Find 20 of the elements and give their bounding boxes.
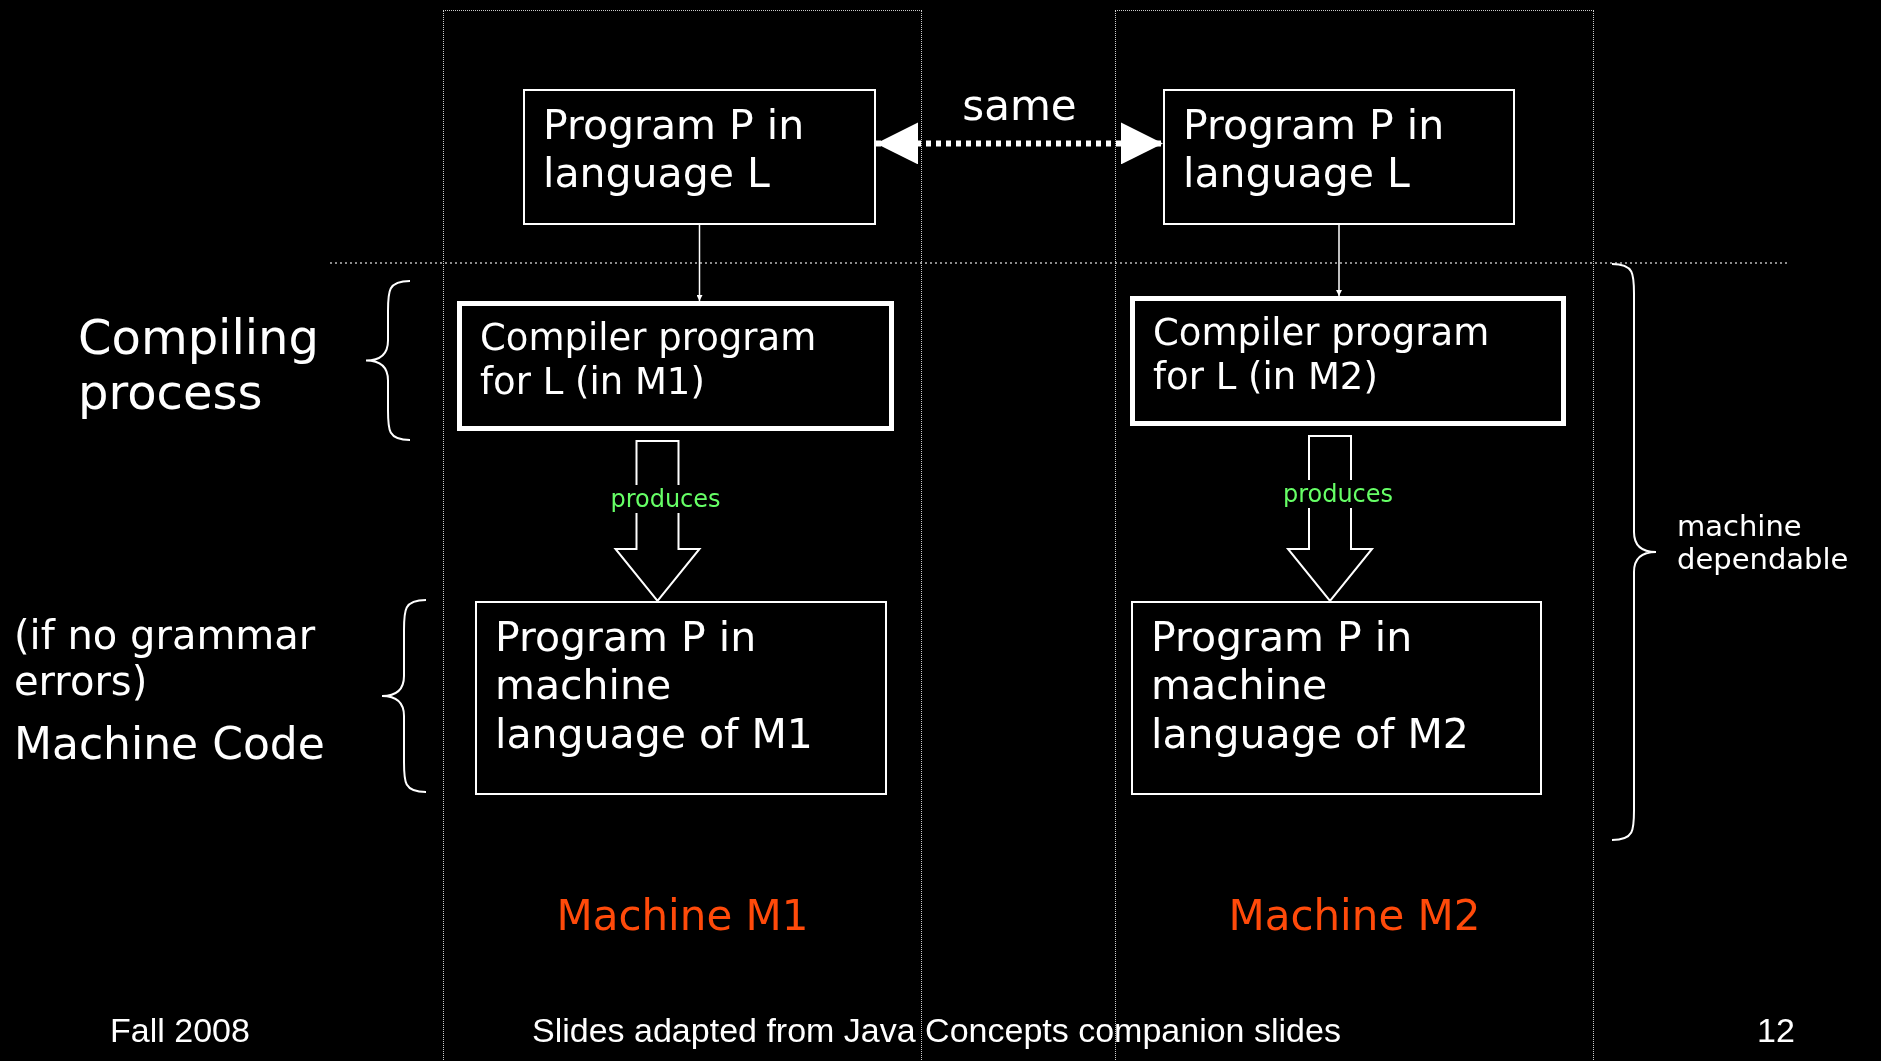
footer-text: Fall 2008 <box>110 1011 250 1050</box>
program-box: Program P in language L <box>1163 89 1515 225</box>
side-note: Machine Code <box>14 718 325 769</box>
arrow <box>696 224 703 302</box>
compiler-box: Compiler program for L (in M1) <box>457 301 894 431</box>
side-note: Compiling process <box>78 310 320 421</box>
arrow <box>1336 224 1342 297</box>
block-arrow <box>613 440 702 603</box>
program-box: Program P in language L <box>523 89 876 225</box>
page-number: 12 <box>1757 1011 1795 1050</box>
compiler-box: Compiler program for L (in M2) <box>1130 296 1566 426</box>
double-arrow <box>876 122 1163 165</box>
machine-label: Machine M1 <box>555 891 810 940</box>
block-arrow <box>1285 435 1375 603</box>
program-box: Program P in machine language of M2 <box>1131 601 1542 795</box>
side-note: machine dependable <box>1677 510 1847 577</box>
program-box: Program P in machine language of M1 <box>475 601 887 795</box>
side-note: (if no grammar errors) <box>14 612 317 704</box>
footer-text: Slides adapted from Java Concepts companion slides <box>532 1011 1341 1050</box>
machine-label: Machine M2 <box>1227 891 1482 940</box>
